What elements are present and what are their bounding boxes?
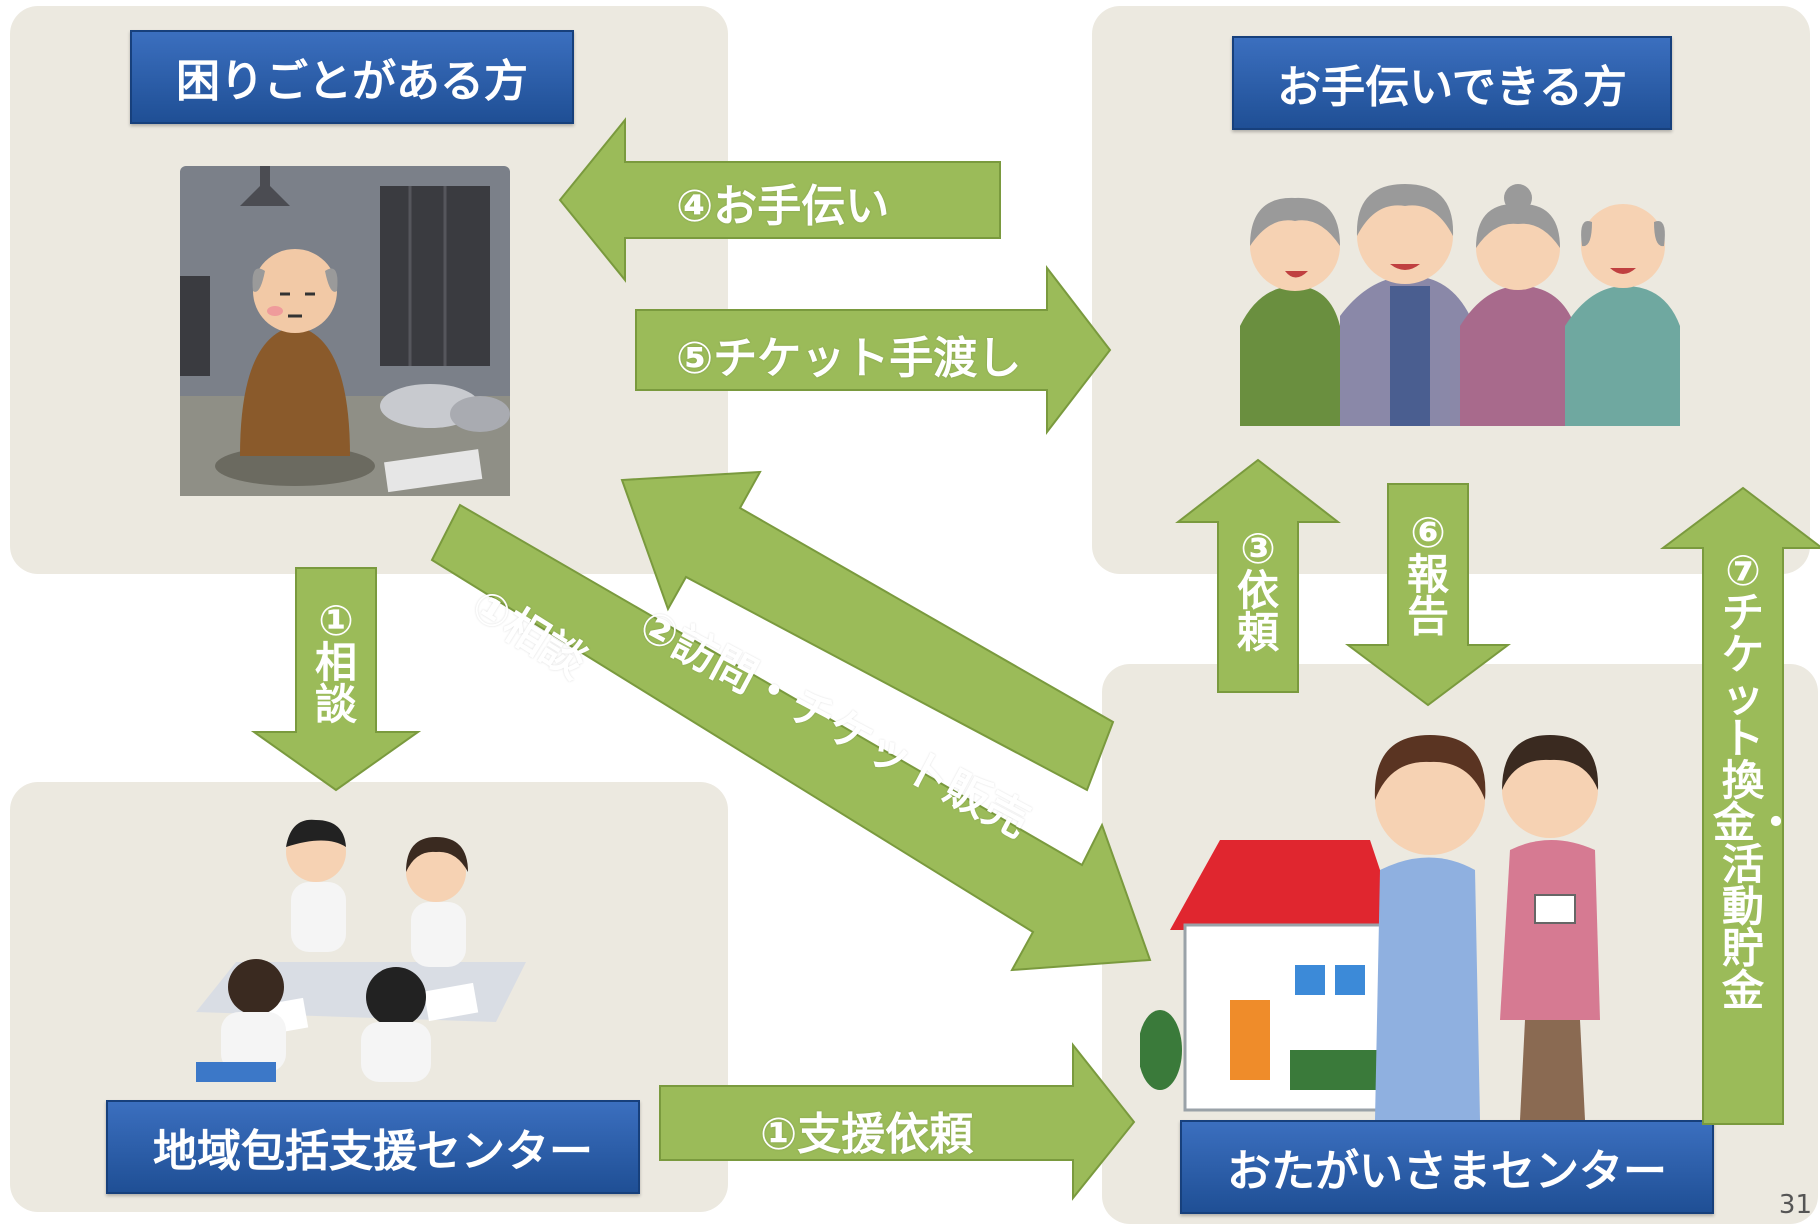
label-exchange: ⑦チケット換金・活動貯金 bbox=[1713, 546, 1798, 1015]
center-illustration bbox=[1140, 735, 1600, 1120]
elderly-man-illustration bbox=[180, 166, 510, 496]
label-help: ④お手伝い bbox=[676, 181, 890, 232]
label-support-request: ①支援依頼 bbox=[760, 1109, 974, 1160]
arrow-consult-down bbox=[250, 567, 422, 792]
title-center: おたがいさまセンター bbox=[1180, 1120, 1714, 1214]
arrow-request bbox=[1175, 458, 1341, 693]
title-troubled: 困りごとがある方 bbox=[130, 30, 574, 124]
arrow-support-request bbox=[659, 1042, 1136, 1201]
arrow-help bbox=[558, 117, 1001, 283]
staff-meeting-illustration bbox=[196, 819, 526, 1082]
label-consult-down: ①相談 bbox=[314, 596, 357, 729]
arrow-exchange bbox=[1660, 486, 1820, 1125]
page-number: 31 bbox=[1778, 1190, 1812, 1220]
arrow-report bbox=[1345, 483, 1511, 707]
helpers-group-illustration bbox=[1240, 184, 1680, 426]
arrow-ticket-handover bbox=[635, 265, 1112, 435]
label-request: ③依頼 bbox=[1236, 524, 1279, 657]
arrow-visit-sale bbox=[620, 470, 1115, 792]
label-ticket-handover: ⑤チケット手渡し bbox=[676, 333, 1022, 384]
title-helpers: お手伝いできる方 bbox=[1232, 36, 1672, 130]
arrow-consult-diag bbox=[430, 503, 1152, 972]
label-report: ⑥報告 bbox=[1406, 508, 1449, 641]
title-regional: 地域包括支援センター bbox=[106, 1100, 640, 1194]
